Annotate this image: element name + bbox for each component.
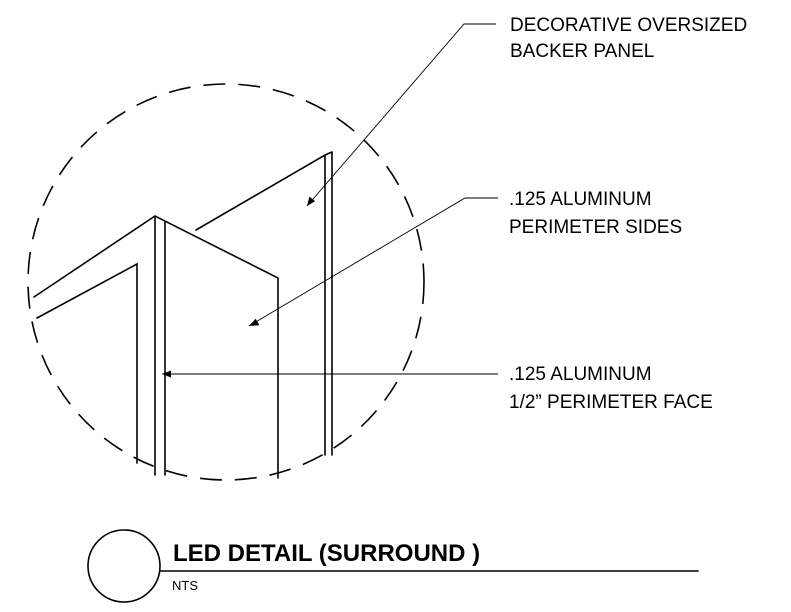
scale-note: NTS [172, 578, 198, 593]
detail-boundary-circle [27, 83, 425, 481]
leader-arrowhead [162, 370, 171, 378]
leader-arrowhead [307, 196, 315, 206]
leader-backer-panel [306, 23, 496, 207]
title-block: LED DETAIL (SURROUND ) NTS [87, 529, 699, 603]
callout-perimeter-face-line2: 1/2” PERIMETER FACE [509, 392, 713, 413]
perimeter-sides-geometry [33, 215, 279, 479]
leader-arrowhead [249, 318, 260, 326]
detail-marker-circle [87, 529, 161, 603]
callout-perimeter-face-line1: .125 ALUMINUM [509, 364, 652, 385]
callout-backer-panel-line2: BACKER PANEL [510, 41, 654, 62]
leader-perimeter-sides [248, 197, 498, 327]
callout-backer-panel-line1: DECORATIVE OVERSIZED [510, 15, 747, 36]
leader-perimeter-face [162, 370, 498, 378]
callout-perimeter-sides-line1: .125 ALUMINUM [509, 189, 652, 210]
backer-panel-geometry [195, 151, 333, 456]
perimeter-face-geometry [154, 215, 166, 476]
callout-perimeter-sides-line2: PERIMETER SIDES [509, 217, 682, 238]
detail-title: LED DETAIL (SURROUND ) [173, 540, 480, 567]
